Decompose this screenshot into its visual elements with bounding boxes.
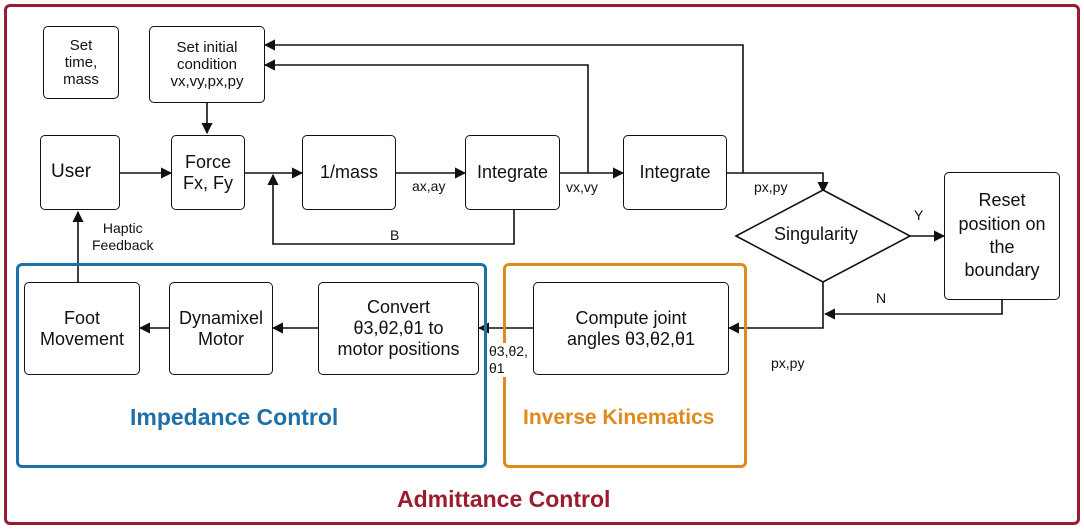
px-py-label-bottom: px,py xyxy=(771,355,805,371)
arrow-feedback-b xyxy=(267,173,515,245)
arrow-reset-to-merge xyxy=(823,300,1003,320)
inverse-mass-block: 1/mass xyxy=(302,135,396,210)
theta-signal-label: θ3,θ2, θ1 xyxy=(489,343,528,377)
convert-to-motor-positions-block: Convert θ3,θ2,θ1 to motor positions xyxy=(318,282,479,375)
singularity-diamond xyxy=(734,189,912,283)
impedance-control-title: Impedance Control xyxy=(130,404,339,430)
px-py-label-top: px,py xyxy=(754,179,788,195)
haptic-feedback-label: Haptic Feedback xyxy=(92,220,154,253)
inverse-kinematics-title: Inverse Kinematics xyxy=(523,406,715,429)
arrow-singularity-no-to-ik xyxy=(727,282,824,334)
ax-ay-label: ax,ay xyxy=(412,178,446,194)
feedback-b-label: B xyxy=(390,227,400,243)
integrate-velocity-block: Integrate xyxy=(465,135,560,210)
admittance-control-frame xyxy=(4,4,1080,525)
admittance-control-title: Admittance Control xyxy=(397,486,611,512)
set-time-mass-block: Set time, mass xyxy=(43,26,119,99)
foot-movement-block: Foot Movement xyxy=(24,282,140,375)
reset-position-block: Reset position on the boundary xyxy=(944,172,1060,300)
singularity-label: Singularity xyxy=(774,224,859,244)
compute-joint-angles-block: Compute joint angles θ3,θ2,θ1 xyxy=(533,282,729,375)
user-block: User xyxy=(40,135,120,210)
arrow-vxvy-to-setinit xyxy=(263,59,589,173)
vx-vy-label: vx,vy xyxy=(566,179,598,195)
integrate-position-block: Integrate xyxy=(623,135,727,210)
yes-label: Y xyxy=(914,207,924,223)
no-label: N xyxy=(876,290,887,306)
arrow-integrate2-to-singularity xyxy=(727,172,829,194)
impedance-control-frame xyxy=(16,263,487,468)
force-block: Force Fx, Fy xyxy=(171,135,245,210)
set-initial-condition-block: Set initial condition vx,vy,px,py xyxy=(149,26,265,103)
dynamixel-motor-block: Dynamixel Motor xyxy=(169,282,273,375)
arrow-pxpy-to-setinit xyxy=(263,39,744,173)
